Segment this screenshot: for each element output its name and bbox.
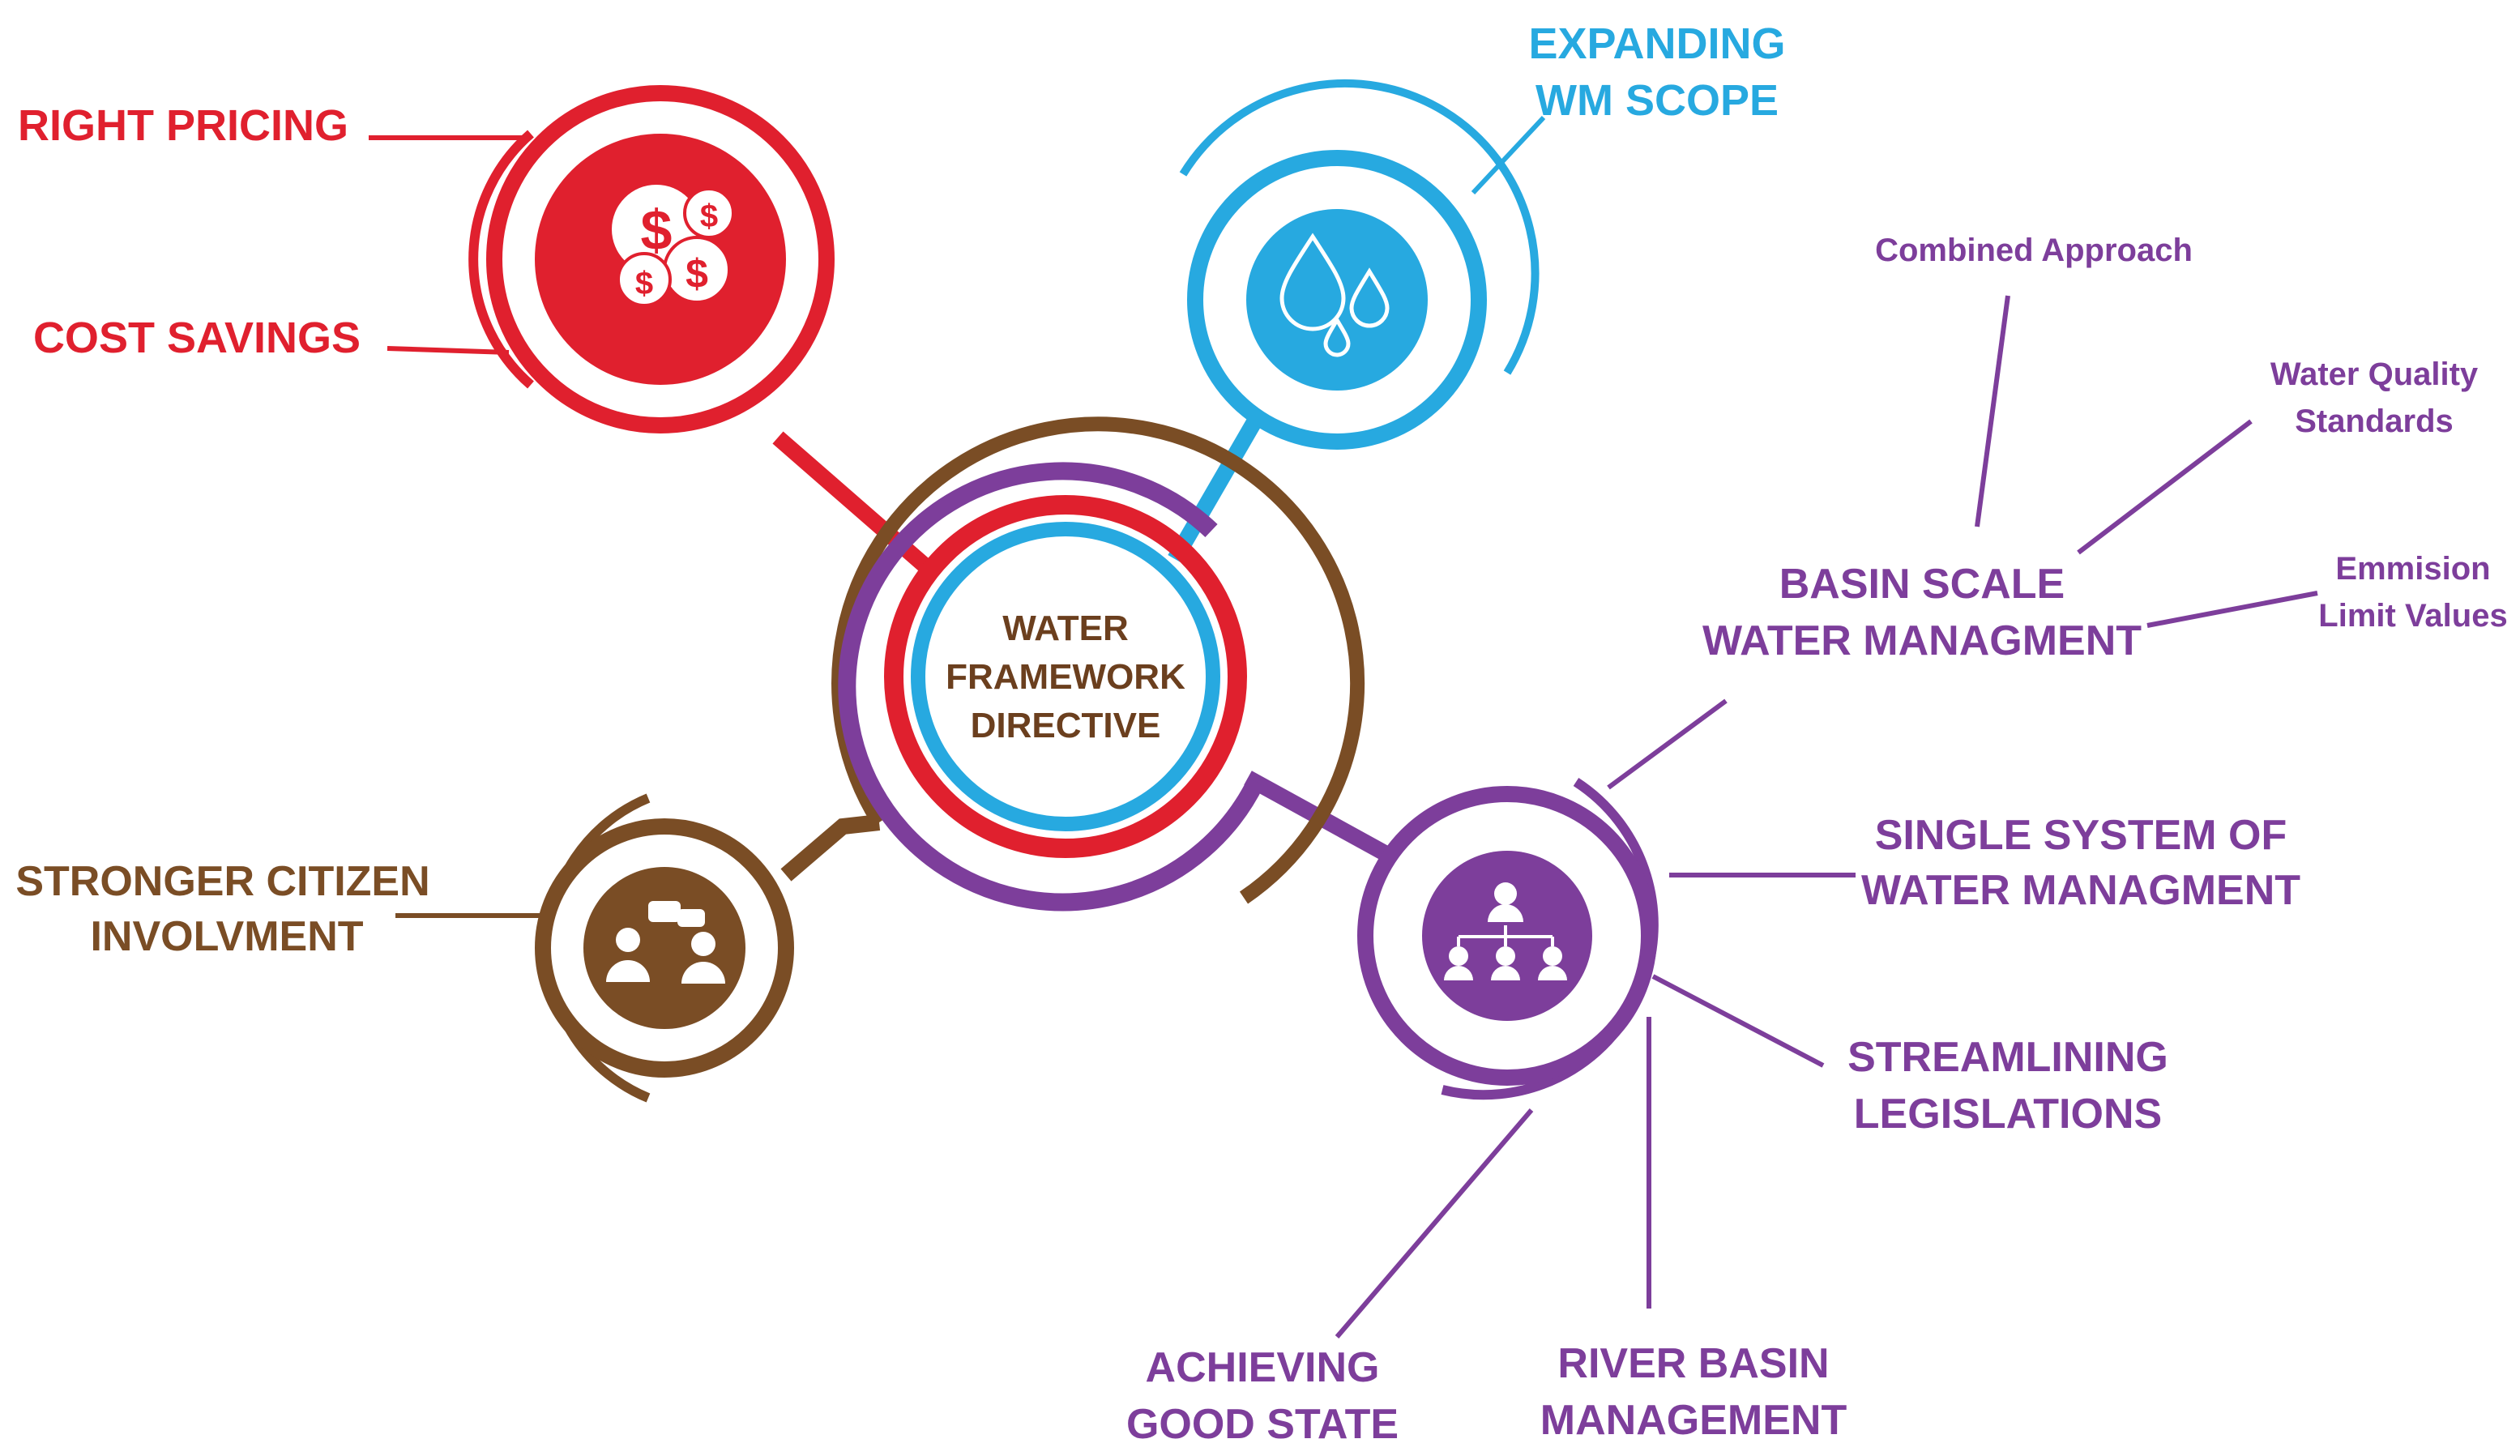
people-conversation-icon bbox=[606, 901, 725, 984]
label-citizen-line2: INVOLVMENT bbox=[90, 913, 363, 960]
label-single-line1: SINGLE SYSTEM OF bbox=[1875, 812, 2287, 859]
label-wqs-line2: Standards bbox=[2295, 403, 2454, 439]
blue-outer-arc bbox=[1179, 79, 1540, 375]
svg-text:$: $ bbox=[635, 266, 653, 301]
label-river-line1: RIVER BASIN bbox=[1557, 1340, 1829, 1387]
label-achieve-line2: GOOD STATE bbox=[1126, 1401, 1399, 1448]
label-combined-approach: Combined Approach bbox=[1875, 233, 2193, 268]
brown-node: STRONGER CITIZEN INVOLVMENT bbox=[15, 793, 794, 1103]
hub-ring-brown bbox=[831, 416, 1365, 904]
label-right-pricing: RIGHT PRICING bbox=[18, 101, 348, 150]
leader-streamlining bbox=[1651, 974, 1825, 1068]
connector-blue bbox=[1168, 400, 1271, 564]
brown-disc bbox=[583, 867, 745, 1029]
label-single-line2: WATER MANAGMENT bbox=[1861, 867, 2300, 914]
center-hub: WATER FRAMEWORK DIRECTIVE bbox=[831, 416, 1365, 912]
purple-node: BASIN SCALE WATER MANAGMENT Combined App… bbox=[1126, 233, 2508, 1448]
dollar-coins-icon: $ $ $ $ bbox=[612, 185, 735, 307]
label-basin-line2: WATER MANAGMENT bbox=[1702, 617, 2142, 664]
leader-achieving bbox=[1335, 1108, 1534, 1339]
label-river-line2: MANAGEMENT bbox=[1540, 1397, 1847, 1444]
red-node: $ $ $ $ RIGHT PRICING COST SAVINGS bbox=[18, 85, 835, 433]
hub-ring-purple bbox=[838, 462, 1264, 912]
center-title-line1: WATER bbox=[1002, 608, 1129, 648]
svg-text:$: $ bbox=[686, 251, 708, 297]
leader-cost-savings bbox=[387, 346, 510, 355]
svg-text:$: $ bbox=[700, 199, 718, 234]
label-cost-savings: COST SAVINGS bbox=[33, 314, 361, 362]
leader-emission bbox=[2146, 591, 2318, 628]
label-stream-line1: STREAMLINING bbox=[1847, 1034, 2168, 1081]
label-expanding-line1: EXPANDING bbox=[1528, 19, 1785, 68]
label-basin-line1: BASIN SCALE bbox=[1779, 561, 2065, 608]
label-wqs-line1: Water Quality bbox=[2270, 357, 2479, 392]
label-stream-line2: LEGISLATIONS bbox=[1854, 1091, 2162, 1138]
water-drops-icon bbox=[1279, 233, 1390, 357]
leader-basin-scale bbox=[1607, 698, 1728, 790]
svg-text:$: $ bbox=[641, 199, 673, 262]
blue-disc bbox=[1246, 209, 1428, 391]
leader-expanding bbox=[1471, 115, 1546, 195]
org-hierarchy-icon bbox=[1444, 882, 1567, 980]
hub-ring-blue bbox=[911, 522, 1220, 831]
center-title-line2: FRAMEWORK bbox=[946, 657, 1185, 697]
center-title-line3: DIRECTIVE bbox=[971, 706, 1161, 745]
leader-combined-approach bbox=[1975, 295, 2010, 527]
label-elv-line1: Emmision bbox=[2335, 551, 2490, 587]
label-achieve-line1: ACHIEVING bbox=[1146, 1344, 1380, 1391]
label-elv-line2: Limit Values bbox=[2318, 598, 2507, 634]
connector-red bbox=[772, 431, 942, 582]
label-expanding-line2: WM SCOPE bbox=[1535, 76, 1779, 125]
leader-water-quality bbox=[2077, 419, 2253, 555]
label-citizen-line1: STRONGER CITIZEN bbox=[15, 858, 429, 905]
blue-node: EXPANDING WM SCOPE bbox=[1179, 19, 1786, 450]
connector-brown bbox=[780, 814, 881, 882]
hub-ring-red bbox=[884, 495, 1247, 858]
